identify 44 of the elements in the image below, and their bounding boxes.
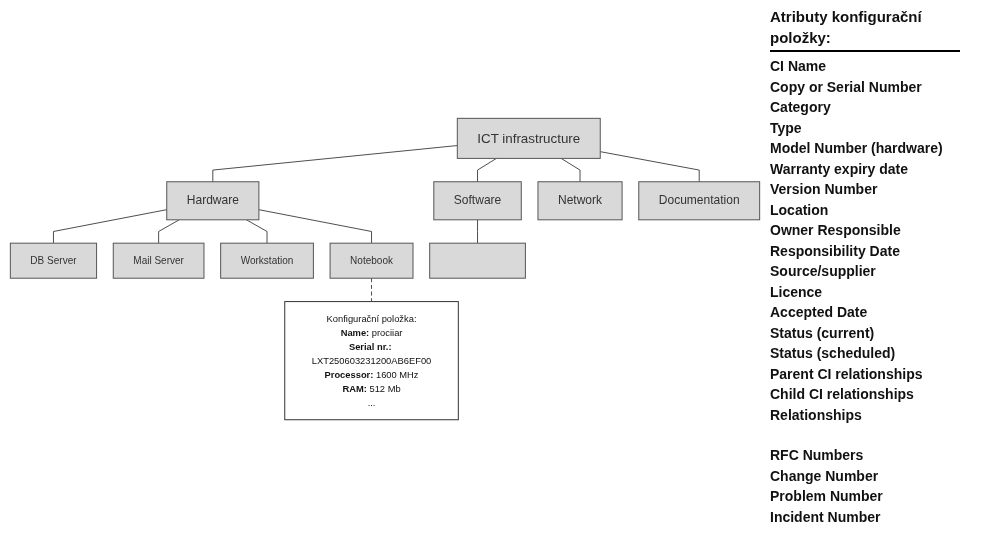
attribute-label: Parent CI relationships: [770, 364, 924, 384]
attribute-label: Incident Number: [770, 507, 882, 527]
node-box: Mail Server: [112, 242, 205, 279]
node-box: Software: [433, 181, 522, 221]
attribute-label: Status (scheduled): [770, 344, 897, 363]
connector: [477, 219, 478, 244]
connector: [258, 209, 372, 244]
attribute-label: Version Number: [770, 180, 879, 199]
attribute-label: Accepted Date: [770, 303, 869, 322]
node-box: Notebook: [329, 242, 414, 279]
connector: [158, 219, 180, 244]
node-box: [429, 242, 526, 279]
attribute-label: Change Number: [770, 466, 880, 486]
attribute-label: Child CI relationships: [770, 385, 915, 404]
node-box: ICT infrastructure: [456, 117, 601, 159]
attribute-label: CI Name: [770, 57, 828, 76]
connector: [560, 157, 581, 183]
attribute-label: Relationships: [770, 405, 863, 425]
attribute-label: Category: [770, 98, 832, 117]
attribute-label: Source/supplier: [770, 262, 877, 281]
attribute-label: Type: [770, 118, 803, 138]
attribute-label: Responsibility Date: [770, 241, 901, 261]
node-box: Konfigurační položka: Name: prociiar Serial nr.: LXT250603231200AB6EF00 Processor: 1600 MHz RAM: 512 Mb ...: [284, 301, 459, 421]
connector: [599, 151, 700, 183]
attribute-label: Warranty expiry date: [770, 159, 909, 179]
connector: [477, 157, 497, 183]
connector: [212, 145, 458, 183]
attribute-label: Location: [770, 200, 830, 220]
node-box: Workstation: [220, 242, 314, 279]
node-box: Hardware: [166, 181, 260, 221]
connector: [53, 209, 168, 244]
attribute-label: RFC Numbers: [770, 446, 865, 465]
node-box: DB Server: [9, 242, 98, 279]
node-box: Network: [537, 181, 623, 221]
attribute-label: Licence: [770, 282, 824, 302]
attribute-label: Status (current): [770, 323, 876, 343]
attribute-label: Model Number (hardware): [770, 139, 944, 158]
connector: [245, 219, 268, 244]
connector: [371, 277, 372, 302]
node-box: Documentation: [638, 181, 761, 221]
list-heading: Atributy konfigurační položky:: [770, 6, 960, 52]
attribute-label: Copy or Serial Number: [770, 77, 923, 97]
attribute-label: Problem Number: [770, 487, 884, 506]
attribute-label: Owner Responsible: [770, 221, 902, 240]
